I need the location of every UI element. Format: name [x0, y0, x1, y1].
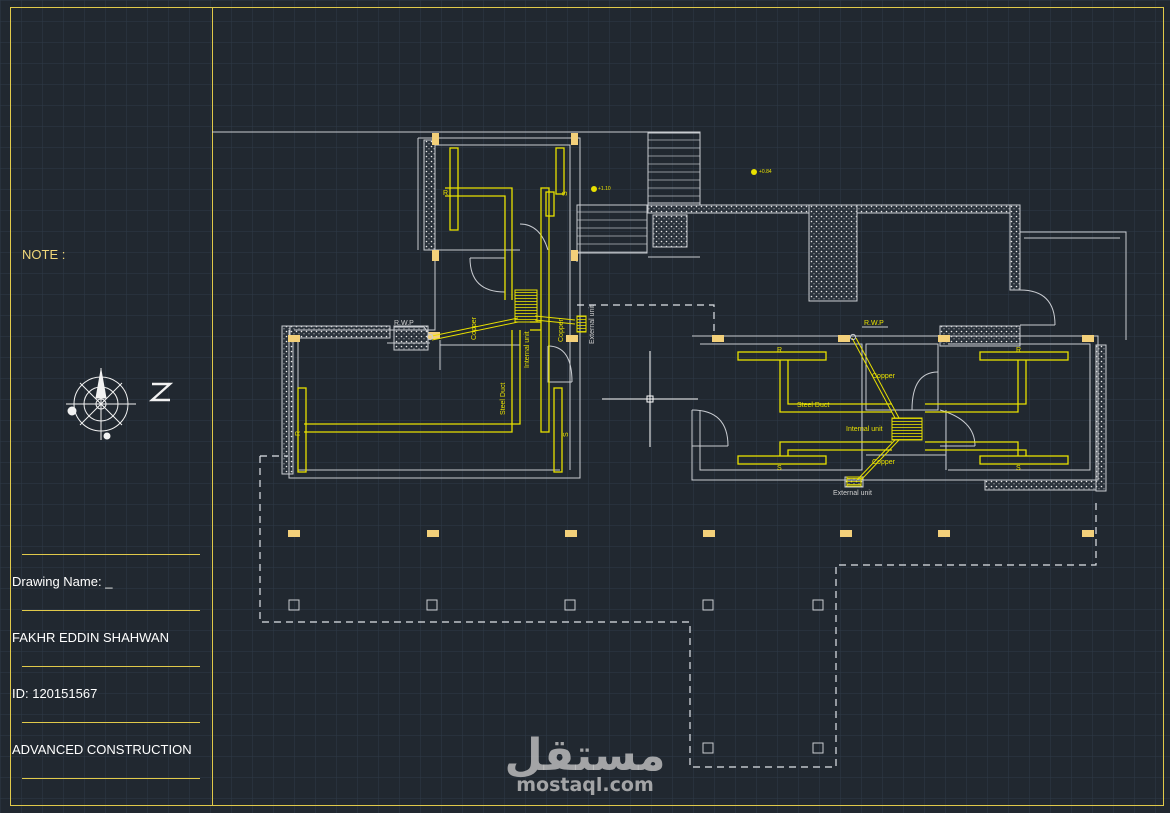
external-unit-east: [846, 476, 862, 487]
steel-duct-label-west: Steel Duct: [500, 383, 507, 415]
return-label-3: R: [777, 347, 782, 354]
copper-label-west-1: Copper: [471, 316, 478, 340]
copper-label-east-2: Copper: [872, 459, 896, 466]
watermark-latin: mostaql.com: [516, 774, 654, 796]
author-name: FAKHR EDDIN SHAHWAN: [12, 630, 169, 645]
level-label-2: +0.84: [759, 169, 772, 175]
rwp-label-east: R.W.P: [864, 320, 884, 327]
stair-lower: [576, 204, 648, 254]
return-label-2: R: [295, 431, 302, 436]
wall-outlines: [288, 137, 1127, 481]
external-unit-label-east: External unit: [833, 490, 872, 497]
supply-label-1: S: [562, 191, 569, 196]
steel-duct-label-east: Steel Duct: [797, 402, 829, 409]
return-label-4: R: [1016, 347, 1021, 354]
rain-water-pipes: [394, 326, 888, 341]
external-unit-label-west: External unit: [589, 305, 596, 344]
supply-label-2: S: [563, 432, 570, 437]
internal-unit-west: [514, 289, 538, 323]
stair-upper: [647, 132, 701, 204]
level-label-1: +1.10: [598, 186, 611, 192]
course-name: ADVANCED CONSTRUCTION: [12, 742, 192, 757]
column-footings: [288, 599, 824, 754]
rwp-label-west: R.W.P: [394, 320, 414, 327]
title-block-frame: [10, 7, 1164, 806]
copper-lines: [431, 315, 900, 481]
drawing-name-field: Drawing Name: _: [12, 574, 113, 589]
internal-unit-east: [891, 417, 923, 441]
internal-unit-label-west: Internal unit: [524, 331, 531, 368]
return-label-1: R: [443, 190, 448, 197]
copper-label-west-2: Copper: [558, 318, 565, 342]
supply-label-4: S: [1016, 465, 1021, 472]
student-id: ID: 120151567: [12, 686, 97, 701]
note-label: NOTE :: [22, 247, 65, 262]
internal-unit-label-east: Internal unit: [846, 426, 883, 433]
title-block-rules: [22, 554, 200, 779]
copper-label-east-1: Copper: [872, 373, 896, 380]
supply-label-3: S: [777, 465, 782, 472]
level-markers: [591, 169, 757, 192]
external-unit-west: [576, 315, 587, 333]
dashed-canopy: [259, 304, 1097, 768]
hatched-walls: [281, 139, 1107, 492]
crosshair-cursor-icon: [602, 351, 698, 447]
watermark-arabic: مستقل: [505, 730, 666, 781]
north-arrow-icon: [66, 368, 174, 440]
